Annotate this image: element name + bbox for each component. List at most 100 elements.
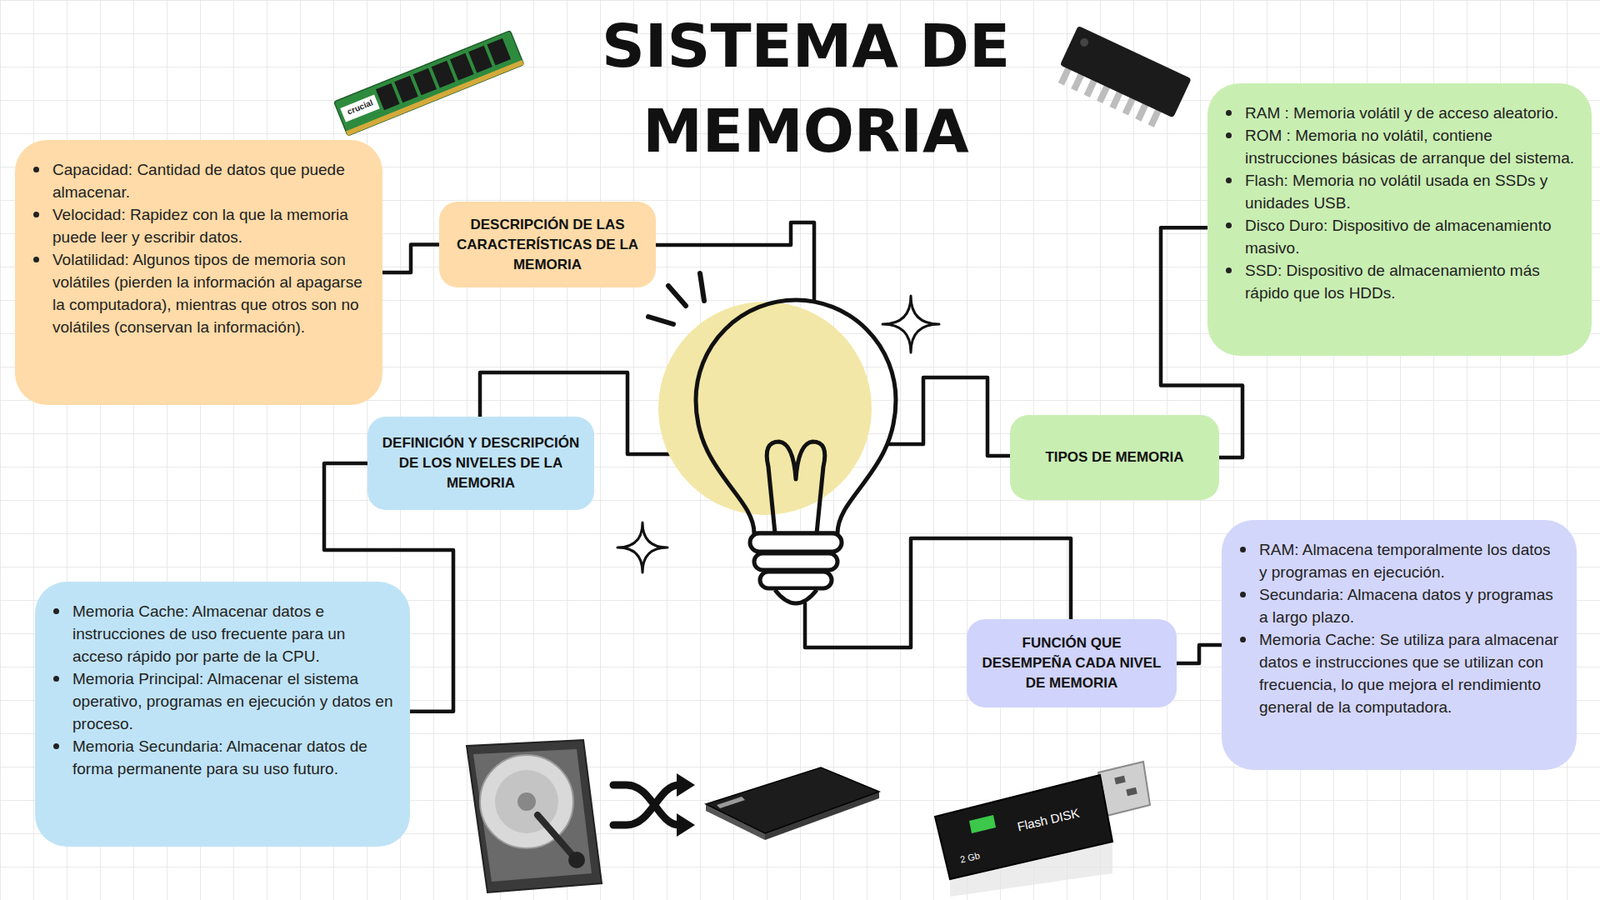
- bullet-item: RAM : Memoria volátil y de acceso aleato…: [1225, 101, 1575, 125]
- bullet-item: Disco Duro: Dispositivo de almacenamient…: [1225, 214, 1575, 260]
- bullet-dot: [1240, 591, 1246, 598]
- bullet-text: Capacidad: Cantidad de datos que puede a…: [52, 158, 366, 204]
- bullet-text: SSD: Dispositivo de almacenamiento más r…: [1245, 259, 1575, 305]
- hard-disk: [466, 740, 602, 893]
- leader-line: [641, 222, 815, 302]
- sparkle: [617, 295, 940, 573]
- shuffle-icon: [613, 785, 680, 825]
- bullet-text: Flash: Memoria no volátil usada en SSDs …: [1245, 169, 1575, 215]
- light-bulb: [668, 285, 686, 306]
- hard-disk: [517, 792, 536, 811]
- content-box: Memoria Cache: Almacenar datos e instruc…: [35, 581, 410, 847]
- shuffle-icon: [613, 785, 680, 825]
- light-bulb: [648, 316, 674, 325]
- bullet-text: Volatilidad: Algunos tipos de memoria so…: [52, 248, 366, 339]
- sparkle: [882, 295, 940, 353]
- leader-line: [888, 377, 1012, 456]
- ram-module: [412, 68, 437, 96]
- bullet-dot: [33, 166, 40, 173]
- memory-chip: [1078, 36, 1090, 48]
- device-label: crucial: [337, 94, 382, 121]
- bullet-dot: [53, 675, 60, 682]
- flash-drive: [1114, 775, 1125, 785]
- ssd-drive: [716, 796, 745, 809]
- hard-disk: [473, 749, 592, 882]
- bullet-item: Volatilidad: Algunos tipos de memoria so…: [33, 248, 366, 339]
- bullet-dot: [53, 608, 60, 615]
- heading-text: DESCRIPCIÓN DE LAS CARACTERÍSTICAS DE LA…: [449, 215, 646, 275]
- bullet-item: ROM : Memoria no volátil, contiene instr…: [1225, 124, 1575, 170]
- bullet-text: Memoria Principal: Almacenar el sistema …: [72, 667, 394, 735]
- content-box: RAM : Memoria volátil y de acceso aleato…: [1207, 83, 1592, 356]
- bullet-item: Memoria Principal: Almacenar el sistema …: [53, 667, 394, 735]
- bullet-item: Velocidad: Rapidez con la que la memoria…: [33, 203, 366, 249]
- shuffle-icon: [613, 785, 680, 825]
- bullet-dot: [1225, 177, 1232, 184]
- content-box: Capacidad: Cantidad de datos que puede a…: [15, 140, 383, 405]
- bullet-dot: [53, 743, 60, 750]
- bullet-text: Memoria Secundaria: Almacenar datos de f…: [72, 735, 394, 780]
- heading-box: DESCRIPCIÓN DE LAS CARACTERÍSTICAS DE LA…: [439, 201, 656, 288]
- bullet-item: Flash: Memoria no volátil usada en SSDs …: [1225, 169, 1575, 215]
- bullet-text: ROM : Memoria no volátil, contiene instr…: [1245, 124, 1575, 170]
- shuffle-icon: [676, 813, 695, 837]
- heading-text: DEFINICIÓN Y DESCRIPCIÓN DE LOS NIVELES …: [377, 433, 585, 494]
- light-bulb: [750, 533, 842, 552]
- bullet-dot: [1225, 267, 1232, 274]
- hard-disk: [537, 815, 577, 860]
- ram-module: [450, 53, 475, 81]
- ram-module: [486, 38, 511, 66]
- heading-text: FUNCIÓN QUE DESEMPEÑA CADA NIVEL DE MEMO…: [976, 633, 1167, 694]
- ram-module: [394, 75, 419, 104]
- light-bulb: [754, 553, 838, 570]
- bullet-dot: [1225, 132, 1232, 139]
- bullet-text: RAM : Memoria volátil y de acceso aleato…: [1245, 101, 1559, 125]
- bullet-item: Memoria Cache: Se utiliza para almacenar…: [1240, 628, 1560, 719]
- bullet-item: SSD: Dispositivo de almacenamiento más r…: [1225, 259, 1575, 305]
- light-bulb: [695, 300, 896, 534]
- heading-box: TIPOS DE MEMORIA: [1010, 415, 1220, 500]
- light-bulb: [760, 571, 832, 589]
- ssd-drive: [705, 767, 880, 840]
- light-bulb: [648, 273, 896, 604]
- light-bulb: [775, 590, 817, 604]
- bullet-item: Secundaria: Almacena datos y programas a…: [1240, 583, 1560, 629]
- bullet-dot: [1240, 636, 1246, 643]
- connector-line: [382, 245, 440, 274]
- ram-module: [334, 30, 525, 136]
- shuffle-icon: [676, 773, 695, 837]
- memory-chip: [1060, 25, 1192, 119]
- diagram-title: SISTEMA DE MEMORIA: [572, 3, 1040, 174]
- content-box: RAM: Almacena temporalmente los datos y …: [1221, 520, 1577, 770]
- flash-drive: [935, 761, 1150, 897]
- flash-drive: [969, 815, 996, 834]
- hard-disk: [466, 740, 602, 893]
- bullet-item: RAM: Almacena temporalmente los datos y …: [1240, 538, 1560, 584]
- bullet-text: Velocidad: Rapidez con la que la memoria…: [52, 203, 366, 249]
- bullet-item: Capacidad: Cantidad de datos que puede a…: [33, 158, 366, 204]
- ram-module: [468, 45, 493, 74]
- bullet-item: Memoria Cache: Almacenar datos e instruc…: [53, 600, 394, 668]
- sparkle: [617, 522, 668, 573]
- bullet-dot: [1225, 110, 1232, 116]
- light-bulb: [700, 273, 705, 301]
- shuffle-icon: [676, 773, 695, 797]
- bullet-dot: [33, 256, 40, 263]
- flash-drive: [935, 775, 1113, 880]
- ram-module: [375, 83, 400, 111]
- heading-text: TIPOS DE MEMORIA: [1045, 447, 1184, 468]
- hard-disk: [568, 851, 585, 869]
- bullet-text: RAM: Almacena temporalmente los datos y …: [1259, 538, 1560, 584]
- flash-drive: [1125, 787, 1137, 796]
- heading-box: FUNCIÓN QUE DESEMPEÑA CADA NIVEL DE MEMO…: [966, 619, 1177, 708]
- ssd-drive: [705, 767, 880, 834]
- bullet-item: Memoria Secundaria: Almacenar datos de f…: [53, 735, 394, 780]
- connector-line: [1176, 645, 1222, 664]
- bullet-dot: [1225, 222, 1232, 229]
- light-bulb: [766, 441, 825, 534]
- bullet-dot: [33, 211, 40, 218]
- ram-module: [431, 60, 456, 89]
